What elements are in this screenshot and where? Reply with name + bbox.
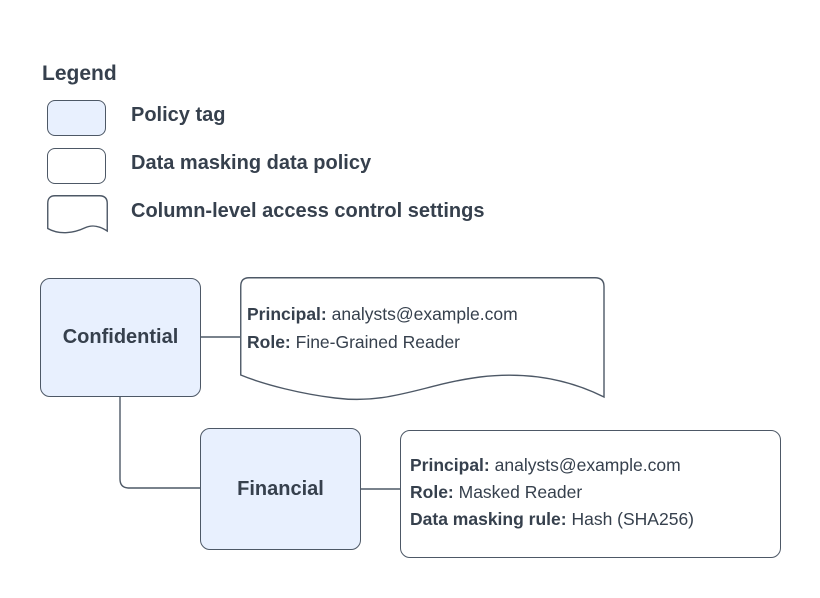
policy-tag-swatch [47, 100, 106, 136]
data-masking-policy-shape: Principal: analysts@example.com Role: Ma… [400, 430, 781, 558]
policy-tag-confidential-label: Confidential [62, 326, 179, 348]
policy-tag-confidential: Confidential [40, 278, 201, 397]
access-control-settings-swatch [47, 195, 108, 234]
principal-line: Principal: analysts@example.com [410, 452, 770, 479]
role-value: Masked Reader [458, 482, 583, 502]
legend-label-access-control-settings: Column-level access control settings [131, 200, 485, 222]
legend-title: Legend [42, 62, 117, 85]
data-masking-policy-swatch [47, 148, 106, 184]
legend-label-policy-tag: Policy tag [131, 104, 226, 126]
principal-value: analysts@example.com [494, 455, 681, 475]
principal-line: Principal: analysts@example.com [247, 300, 597, 328]
data-masking-rule-line: Data masking rule: Hash (SHA256) [410, 506, 770, 533]
role-value: Fine-Grained Reader [295, 332, 461, 352]
role-label: Role: [410, 482, 454, 502]
role-label: Role: [247, 332, 291, 352]
connector-confidential-to-financial [119, 397, 200, 489]
role-line: Role: Fine-Grained Reader [247, 328, 597, 356]
role-line: Role: Masked Reader [410, 479, 770, 506]
access-control-settings-text: Principal: analysts@example.com Role: Fi… [247, 300, 597, 356]
policy-tag-financial: Financial [200, 428, 361, 550]
access-control-settings-shape [240, 277, 605, 401]
data-masking-rule-label: Data masking rule: [410, 509, 567, 529]
data-masking-rule-value: Hash (SHA256) [571, 509, 695, 529]
legend-label-data-masking-policy: Data masking data policy [131, 152, 372, 174]
principal-value: analysts@example.com [331, 304, 518, 324]
principal-label: Principal: [410, 455, 490, 475]
policy-tag-financial-label: Financial [237, 477, 324, 500]
principal-label: Principal: [247, 304, 327, 324]
